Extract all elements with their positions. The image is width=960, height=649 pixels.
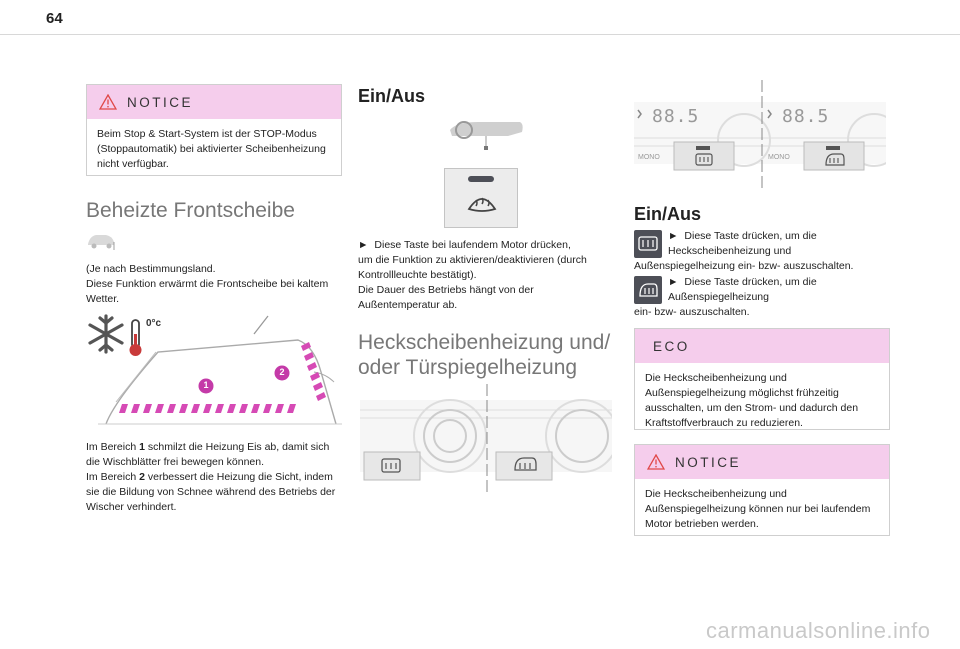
zone-1-marker: 1 [203, 380, 209, 390]
display-readout-left: 88.5 [652, 106, 700, 127]
dashboard-location-icon [450, 121, 523, 150]
rear-button-instruction: ►Diese Taste drücken, um die Heckscheibe… [668, 230, 817, 257]
mirror-heat-icon [639, 283, 658, 297]
rear-window-heat-icon [638, 236, 658, 251]
mirror-button-instruction: ►Diese Taste drücken, um die Außenspiege… [668, 276, 817, 303]
zone-2-marker: 2 [279, 367, 285, 377]
eco-text: Die Heckscheibenheizung und Außenspiegel… [645, 372, 859, 429]
windscreen-heat-icon [467, 197, 497, 212]
notice-header: NOTICE [87, 85, 341, 119]
eco-header: ECO [635, 329, 889, 363]
mono-label-right: MONO [768, 154, 790, 161]
notice-box-rear-heating: NOTICE Die Heckscheibenheizung und Außen… [634, 444, 890, 536]
notice-box-stop-start: NOTICE Beim Stop & Start-System ist der … [86, 84, 342, 176]
section-heading-on-off-rear: Ein/Aus [634, 204, 702, 224]
windscreen-illustration [88, 314, 342, 425]
display-readout-right: 88.5 [782, 106, 830, 127]
warning-icon [647, 454, 665, 470]
mirror-heat-icon [514, 457, 537, 471]
front-screen-intro: (Je nach Bestimmungsland. Diese Funktion… [86, 263, 329, 305]
notice-text: Die Heckscheibenheizung und Außenspiegel… [645, 488, 871, 530]
eco-box: ECO Die Heckscheibenheizung und Außenspi… [634, 328, 890, 430]
country-specific-car-icon [88, 235, 115, 250]
notice-header: NOTICE [635, 445, 889, 479]
notice-text: Beim Stop & Start-System ist der STOP-Mo… [97, 128, 326, 170]
snowflake-icon [88, 314, 124, 354]
console-illustration-buttons [360, 384, 612, 496]
mirror-heat-icon [825, 153, 845, 166]
windscreen-heating-button[interactable] [444, 168, 518, 228]
rear-button-instruction-cont: Außenspiegelheizung ein- bzw- auszuschal… [634, 260, 854, 272]
mirror-button-instruction-cont: ein- bzw- auszuschalten. [634, 306, 750, 318]
notice-title: NOTICE [675, 454, 742, 470]
thermometer-icon [129, 319, 142, 356]
illustration-temperature-label: 0°c [146, 318, 162, 329]
section-heading-front-screen: Beheizte Frontscheibe [86, 199, 295, 222]
eco-title: ECO [653, 338, 690, 354]
warning-icon [99, 94, 117, 110]
front-screen-zones-text: Im Bereich 1 schmilzt die Heizung Eis ab… [86, 441, 336, 513]
rear-window-heat-icon [381, 458, 401, 473]
section-heading-on-off: Ein/Aus [358, 86, 426, 106]
panel-background [634, 80, 886, 190]
watermark-footer: carmanualsonline.info [706, 618, 931, 643]
header-divider [0, 34, 960, 35]
rear-window-heat-icon [695, 153, 713, 166]
mirror-heat-button[interactable] [634, 276, 662, 304]
page-number: 64 [46, 10, 63, 27]
rear-window-heat-button[interactable] [634, 230, 662, 258]
indicator-light [468, 176, 494, 182]
on-off-instructions: ►Diese Taste bei laufendem Motor drücken… [358, 239, 587, 311]
mono-label-left: MONO [638, 154, 660, 161]
display-panel-illustration: 88.5 88.5 MONO MONO [634, 80, 886, 190]
section-heading-rear-heating: Heckscheibenheizung und/ oder Türspiegel… [358, 331, 611, 379]
notice-title: NOTICE [127, 94, 194, 110]
